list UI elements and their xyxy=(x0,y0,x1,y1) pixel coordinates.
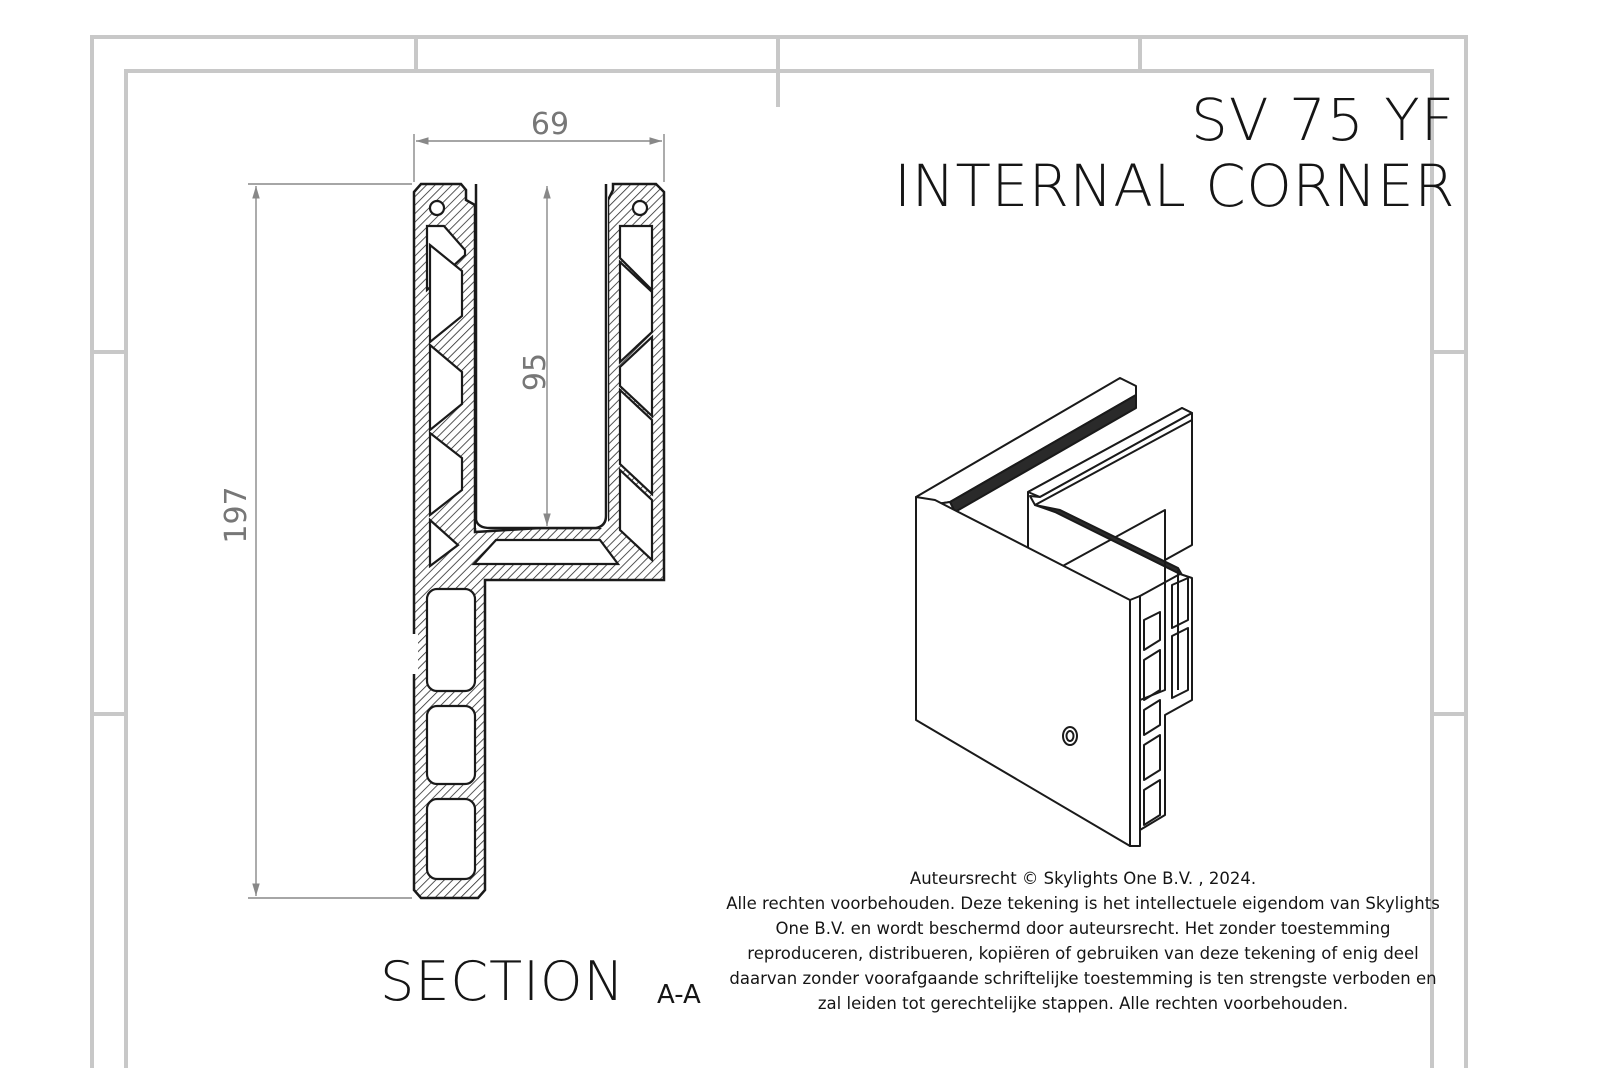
leg-notch xyxy=(410,634,418,674)
dimension-width xyxy=(413,134,665,182)
channel-void xyxy=(476,184,608,528)
right-chambers xyxy=(618,199,654,563)
leg-chambers xyxy=(425,587,477,881)
section-id: A-A xyxy=(657,980,701,1010)
copyright-notice: Auteursrecht © Skylights One B.V. , 2024… xyxy=(718,866,1448,1016)
dimension-inner-depth-label: 95 xyxy=(518,353,553,391)
drawing-title-description: INTERNAL CORNER xyxy=(894,152,1455,220)
copyright-line: Auteursrecht © Skylights One B.V. , 2024… xyxy=(909,869,1257,888)
dimension-height-label: 197 xyxy=(219,486,254,543)
drawing-title-model: SV 75 YF xyxy=(1191,86,1455,154)
section-profile xyxy=(410,182,666,900)
base-chamber xyxy=(471,538,621,566)
copyright-body: Alle rechten voorbehouden. Deze tekening… xyxy=(726,894,1440,1013)
drawing-frame xyxy=(90,35,1468,1068)
section-label: SECTION xyxy=(380,950,625,1013)
dimension-width-label: 69 xyxy=(531,107,569,142)
left-chambers xyxy=(425,199,467,569)
isometric-corner-view xyxy=(915,377,1193,847)
dimension-height xyxy=(248,183,412,899)
